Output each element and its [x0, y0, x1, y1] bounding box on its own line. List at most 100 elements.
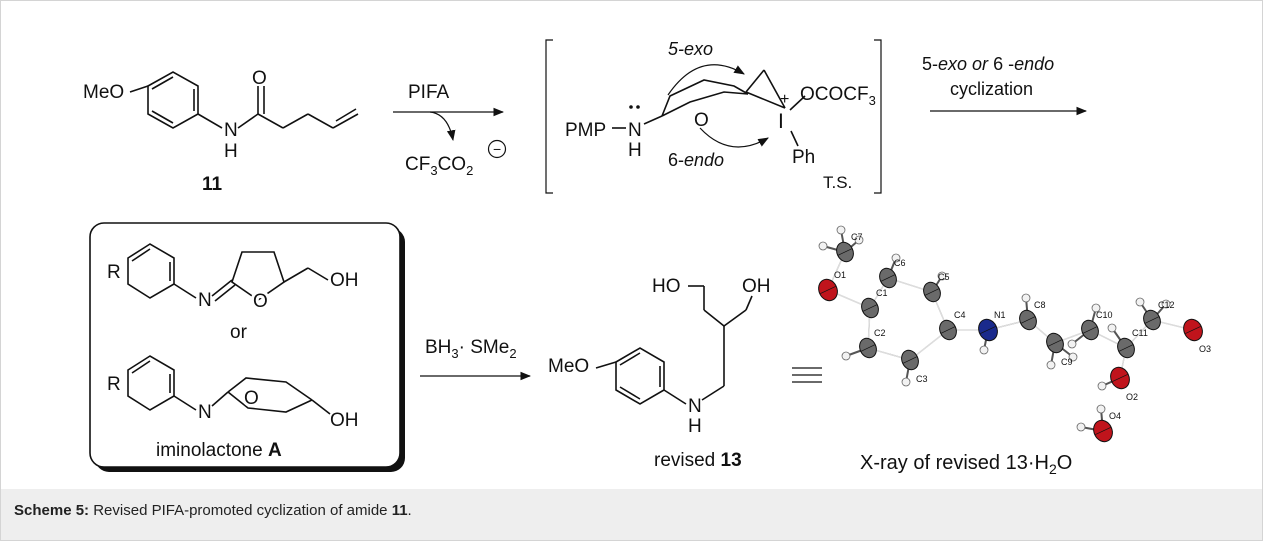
xray-atom-axis-C10	[1082, 326, 1098, 334]
xray-atom-label-C11: C11	[1132, 328, 1148, 338]
lactone-oxygen-1: O	[253, 291, 268, 312]
xray-atom-label-C2: C2	[874, 328, 886, 338]
equivalence-symbol	[792, 367, 822, 383]
xray-atom-axis-C1	[862, 304, 878, 312]
xray-atom-label-C7: C7	[851, 232, 863, 242]
iminolactone-box: R N O O OH or R N O O OH iminolactone A	[89, 222, 405, 472]
xray-atom-label-C9: C9	[1061, 357, 1073, 367]
ts-hydrogen: H	[628, 140, 642, 161]
phenyl-label: Ph	[792, 147, 815, 168]
xray-hydrogen-4	[937, 271, 947, 281]
ts-label: T.S.	[823, 173, 852, 192]
trifluoroacetate-byproduct: CF3CO2	[405, 154, 473, 178]
xray-atom-label-C4: C4	[954, 310, 966, 320]
xray-hydrogen-0	[818, 241, 828, 251]
cyclization-mode: 5-exo or 6 -endo	[922, 54, 1054, 74]
amide-hydrogen: H	[224, 141, 238, 162]
hydroxyl-2: OH	[330, 410, 359, 431]
xray-hydrogen-3	[891, 253, 901, 263]
xray-atom-axis-C5	[924, 288, 940, 296]
ts-ligand: OCOCF3	[800, 84, 876, 108]
pifa-label: PIFA	[408, 82, 450, 103]
xray-atom-label-O1: O1	[834, 270, 846, 280]
xray-atom-label-C6: C6	[894, 258, 906, 268]
exo-label: 5-exo	[668, 39, 713, 59]
compound-13: MeO N H HO OH revised 13	[548, 276, 771, 471]
ts-ring-oxygen: O	[694, 110, 709, 131]
transition-state: PMP N H O I + OCOCF3 Ph 5-exo 6-endo T.S…	[545, 39, 882, 194]
amine-hydrogen: H	[688, 416, 702, 437]
xray-atom-label-O4: O4	[1109, 411, 1121, 421]
xray-hydrogen-7	[979, 345, 989, 355]
iodine-atom: I	[778, 110, 784, 133]
borane-reagent: BH3· SMe2	[425, 337, 517, 361]
cyclization-step: 5-exo or 6 -endo cyclization	[922, 54, 1088, 116]
xray-atom-label-C5: C5	[938, 272, 950, 282]
imine-nitrogen-1: N	[198, 290, 212, 311]
xray-atom-axis-C4	[940, 326, 956, 334]
xray-hydrogen-5	[841, 351, 851, 361]
methoxy-label-13: MeO	[548, 356, 589, 377]
xray-atom-axis-O4	[1094, 426, 1112, 436]
xray-atom-axis-C8	[1020, 316, 1036, 324]
hydroxyl-1: OH	[330, 270, 359, 291]
ts-nitrogen: N	[628, 120, 642, 141]
reduction-step: BH3· SMe2	[420, 337, 532, 381]
methoxy-label: MeO	[83, 82, 124, 103]
compound-11: MeO O N H 11	[83, 68, 359, 195]
revised-13-label: revised 13	[654, 450, 742, 471]
xray-hydrogen-2	[854, 235, 864, 245]
xray-hydrogen-14	[1135, 297, 1145, 307]
scheme-figure: MeO O N H 11 PIFA CF3CO2 − PMP	[83, 39, 1211, 477]
xray-atom-axis-C7	[837, 248, 853, 256]
xray-atom-label-O3: O3	[1199, 344, 1211, 354]
xray-hydrogen-10	[1068, 352, 1078, 362]
xray-atom-axis-C12	[1144, 316, 1160, 324]
xray-hydrogen-11	[1091, 303, 1101, 313]
figure-caption: Scheme 5: Revised PIFA-promoted cyclizat…	[14, 502, 412, 519]
imine-nitrogen-2: N	[198, 402, 212, 423]
xray-atom-axis-C6	[880, 274, 896, 282]
xray-atom-label-C1: C1	[876, 288, 888, 298]
xray-hydrogen-9	[1046, 360, 1056, 370]
xray-atom-label-C12: C12	[1158, 300, 1175, 310]
cyclization-word: cyclization	[950, 79, 1033, 99]
xray-atom-axis-N1	[979, 325, 997, 335]
amide-nitrogen: N	[224, 120, 238, 141]
xray-hydrogen-1	[836, 225, 846, 235]
svg-text:O: O	[253, 291, 268, 312]
xray-hydrogen-12	[1067, 339, 1077, 349]
xray-atom-axis-O3	[1184, 325, 1202, 335]
pifa-step: PIFA CF3CO2 −	[393, 82, 507, 178]
compound-number-11: 11	[202, 174, 223, 195]
xray-atom-axis-C2	[860, 344, 876, 352]
xray-atom-label-C10: C10	[1096, 310, 1113, 320]
r-group-2: R	[107, 374, 121, 395]
endo-label: 6-endo	[668, 150, 724, 170]
xray-atom-label-C8: C8	[1034, 300, 1046, 310]
xray-hydrogen-13	[1107, 323, 1117, 333]
svg-text:O: O	[244, 388, 259, 409]
pmp-label: PMP	[565, 120, 606, 141]
iminolactone-label: iminolactone A	[156, 440, 282, 461]
negative-charge: −	[493, 141, 501, 157]
xray-atom-axis-O2	[1111, 373, 1129, 383]
caption-bar: Scheme 5: Revised PIFA-promoted cyclizat…	[1, 489, 1262, 540]
xray-hydrogen-6	[901, 377, 911, 387]
xray-hydrogen-17	[1076, 422, 1086, 432]
or-label: or	[230, 322, 248, 343]
xray-atom-axis-O1	[819, 285, 837, 295]
xray-hydrogen-15	[1161, 299, 1171, 309]
r-group-1: R	[107, 262, 121, 283]
carbonyl-oxygen: O	[252, 68, 267, 89]
lactone-oxygen-2: O	[244, 388, 259, 409]
secondary-hydroxyl: OH	[742, 276, 771, 297]
primary-hydroxyl: HO	[652, 276, 681, 297]
xray-label: X-ray of revised 13·H2O	[860, 452, 1072, 477]
xray-hydrogen-16	[1097, 381, 1107, 391]
amine-nitrogen: N	[688, 396, 702, 417]
xray-atom-axis-C9	[1047, 339, 1063, 347]
xray-atom-label-O2: O2	[1126, 392, 1138, 402]
xray-atom-axis-C11	[1118, 344, 1134, 352]
